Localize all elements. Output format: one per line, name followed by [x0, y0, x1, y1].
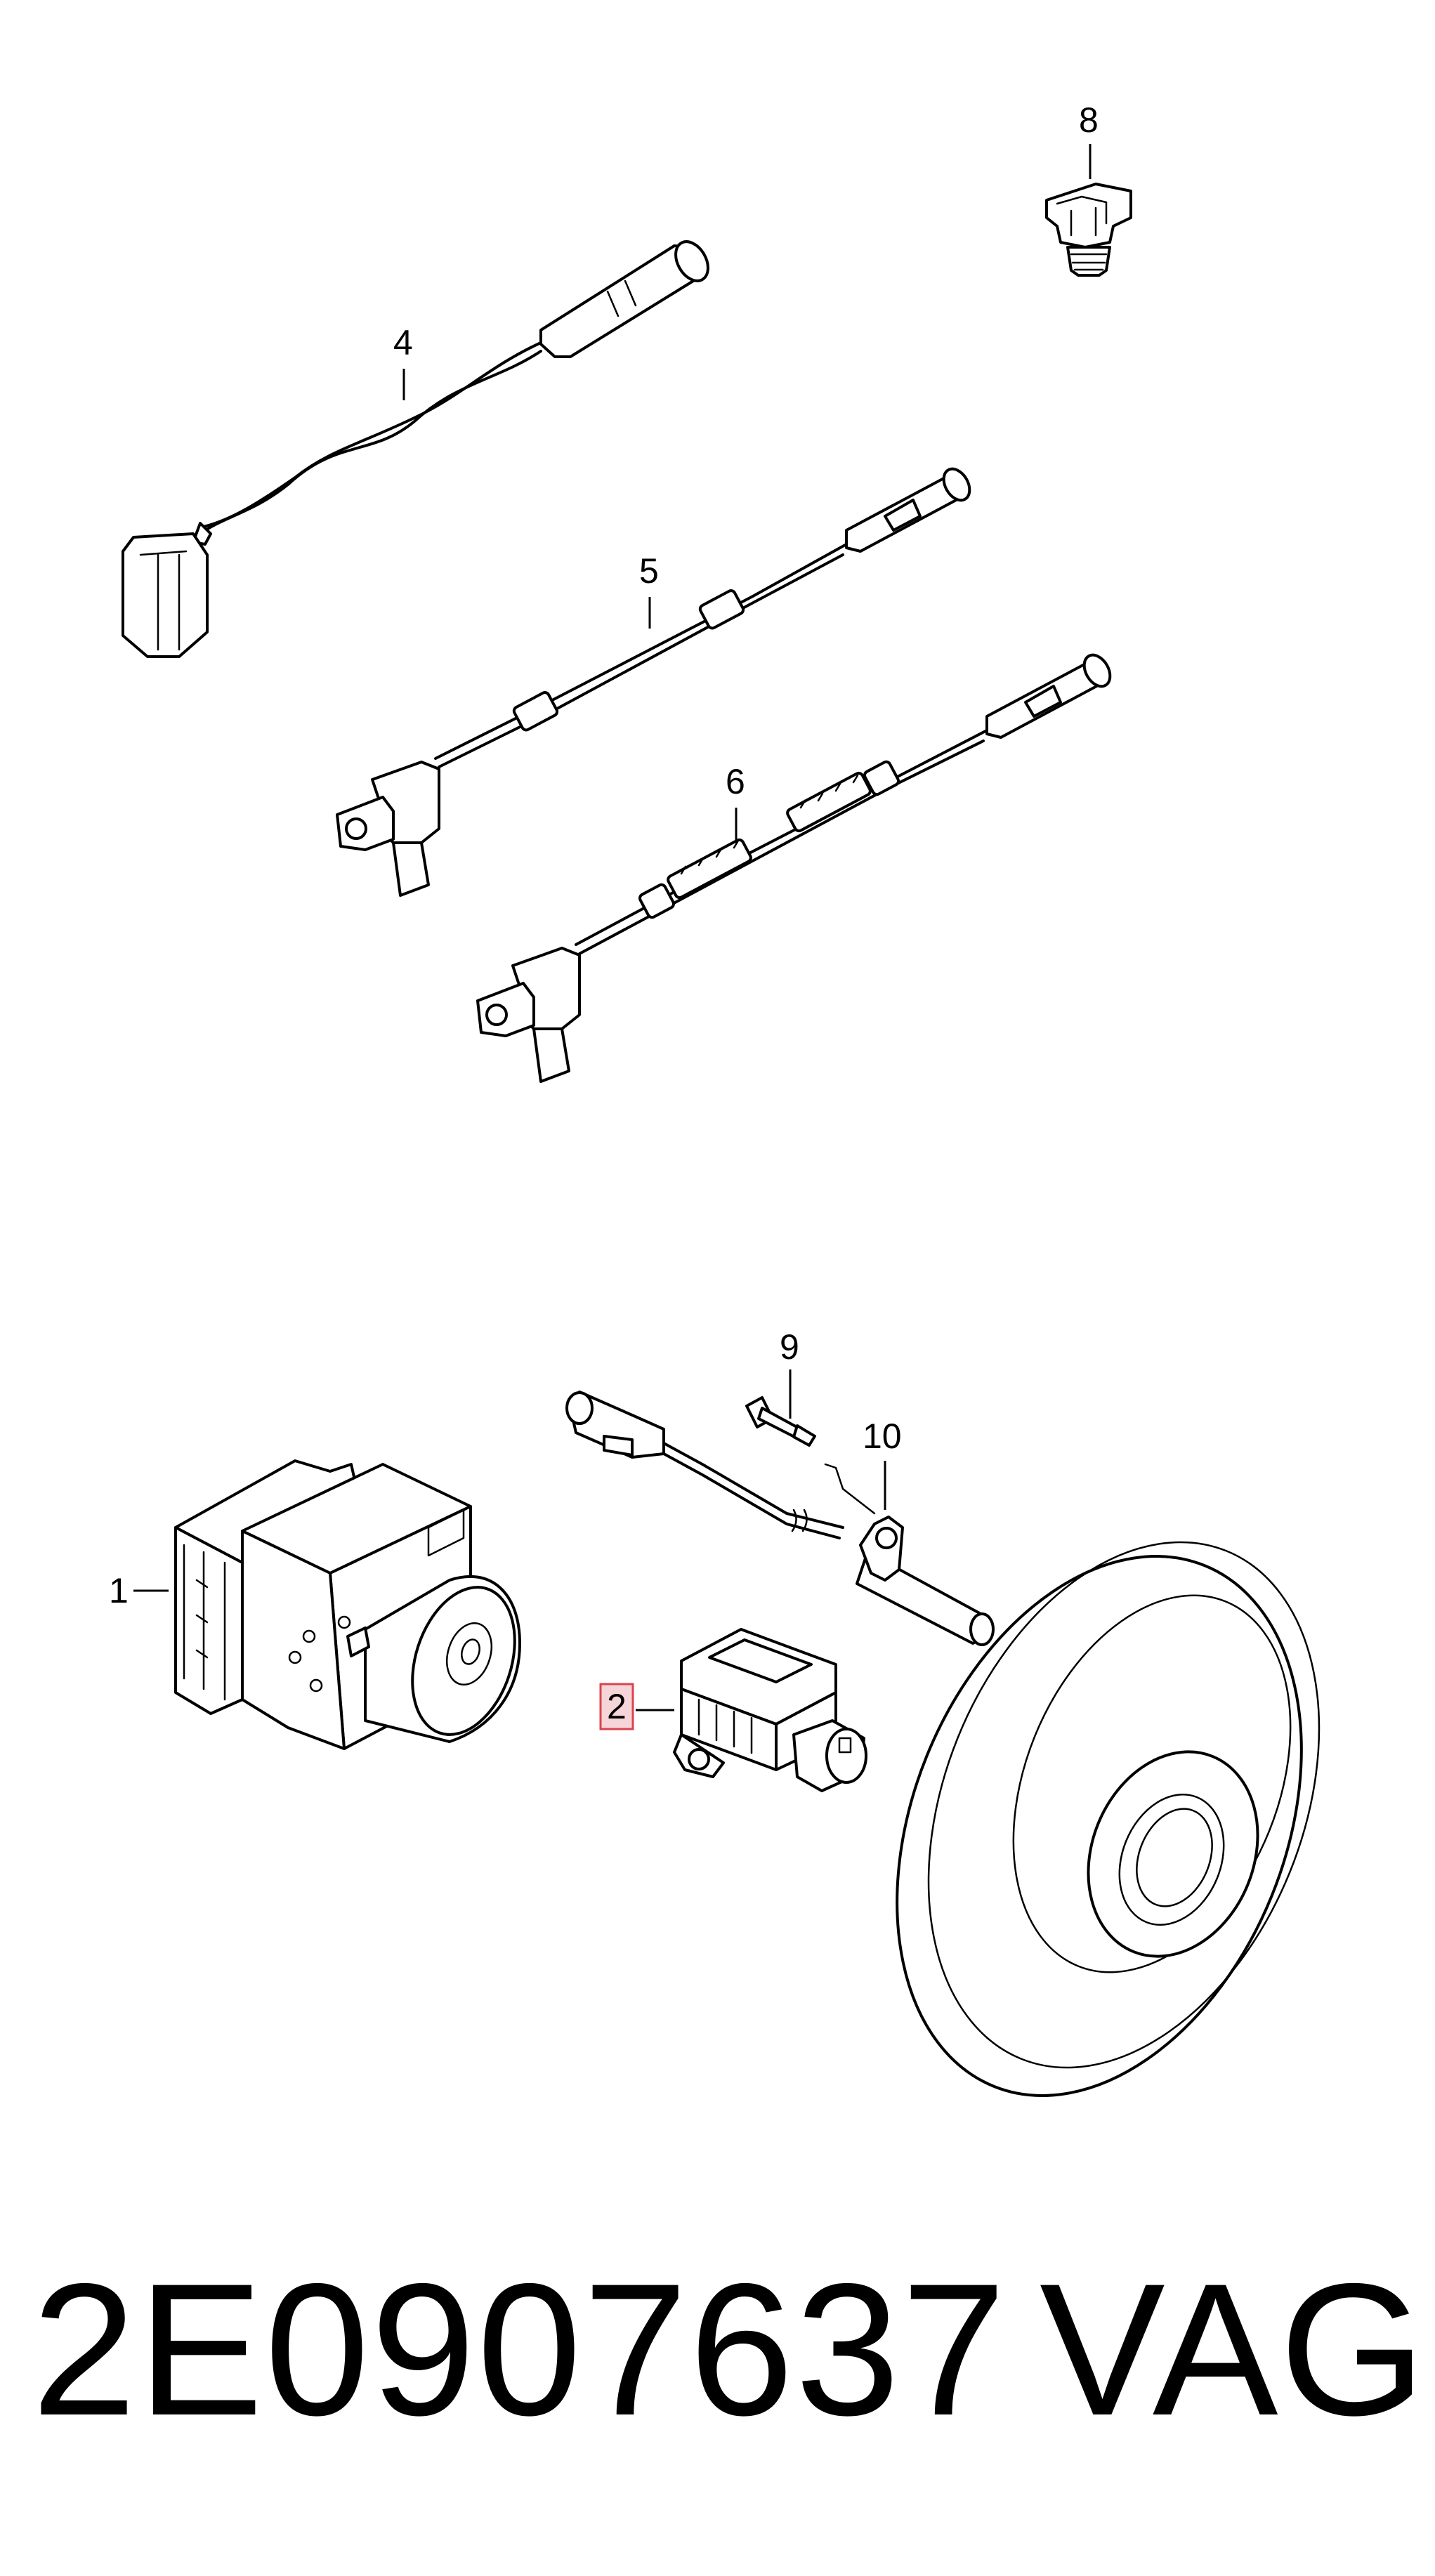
bracket-icon: [824, 1463, 904, 1582]
brand-label: VAG: [1040, 2244, 1428, 2455]
callout-6[interactable]: 6: [726, 762, 745, 801]
callout-9[interactable]: 9: [780, 1327, 799, 1367]
brake-disc-icon: [896, 1541, 1321, 2097]
wheel-speed-sensor-cable-icon: [336, 467, 971, 897]
brake-pad-wear-sensor-icon: [122, 240, 709, 658]
bolt-icon: [745, 1396, 816, 1447]
footer: 2E0907637 VAG: [0, 2244, 1435, 2455]
callout-4[interactable]: 4: [393, 323, 413, 362]
callout-1[interactable]: 1: [109, 1571, 129, 1610]
callout-5[interactable]: 5: [639, 551, 659, 591]
abs-hydraulic-unit-icon: [174, 1459, 521, 1750]
callout-10[interactable]: 10: [863, 1417, 902, 1456]
callout-2-highlight: [599, 1683, 634, 1730]
callout-2[interactable]: 2: [607, 1687, 627, 1726]
wheel-speed-sensor-cable-icon: [476, 653, 1112, 1083]
clip-icon: [1045, 183, 1132, 277]
yaw-rate-sensor-icon: [673, 1628, 867, 1792]
callout-8[interactable]: 8: [1079, 100, 1099, 140]
part-number: 2E0907637: [32, 2244, 1008, 2455]
